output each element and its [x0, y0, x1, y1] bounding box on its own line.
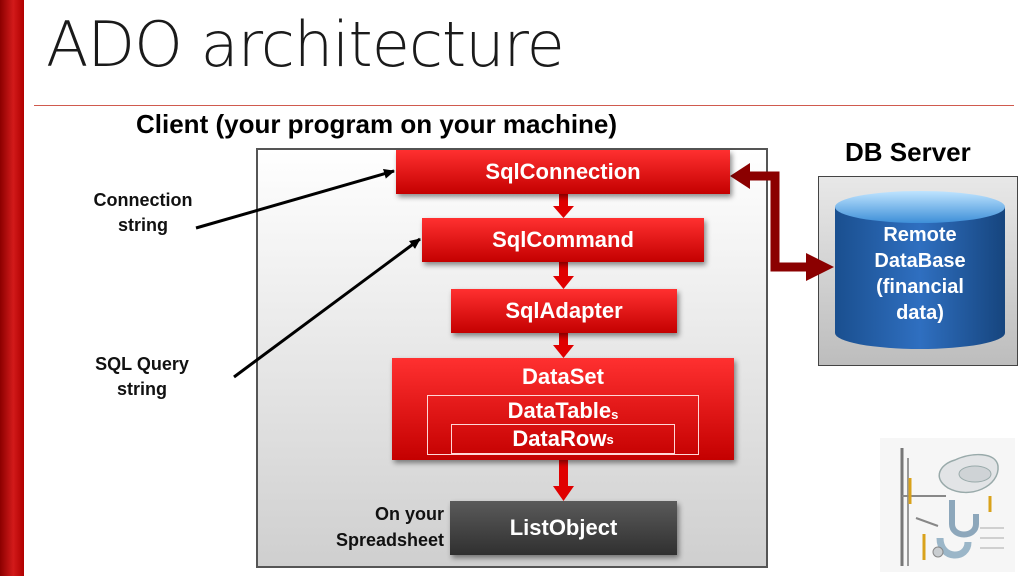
dataset-label: DataSet	[522, 364, 604, 389]
datarows-label: DataRow	[512, 426, 607, 451]
server-heading: DB Server	[845, 137, 971, 167]
connection-string-label: Connection string	[93, 190, 193, 235]
accent-bar	[0, 0, 24, 576]
database-label: Remote DataBase (financial data)	[874, 224, 966, 324]
spreadsheet-label: On your Spreadsheet	[335, 504, 444, 550]
page-title: ADO architecture	[46, 8, 565, 81]
sqlconnection-box: SqlConnection	[396, 150, 730, 194]
connection-string-pointer	[195, 168, 395, 230]
title-divider	[34, 105, 1014, 106]
plumbing-diagram-icon	[880, 438, 1015, 572]
database-cylinder-icon	[835, 191, 1005, 349]
listobject-box: ListObject	[450, 501, 677, 555]
flow-arrow-connection-command	[553, 194, 574, 218]
flow-arrow-command-adapter	[553, 262, 574, 289]
server-connection-arrow	[730, 163, 834, 281]
flow-arrow-dataset-listobject	[553, 460, 574, 501]
sqladapter-box: SqlAdapter	[451, 289, 677, 333]
sql-query-string-label: SQL Query string	[95, 354, 189, 399]
datatables-label: DataTables	[507, 398, 619, 423]
sqlcommand-box: SqlCommand	[422, 218, 704, 262]
query-string-pointer	[233, 237, 421, 379]
flow-arrow-adapter-dataset	[553, 333, 574, 358]
client-heading: Client (your program on your machine)	[136, 109, 618, 139]
